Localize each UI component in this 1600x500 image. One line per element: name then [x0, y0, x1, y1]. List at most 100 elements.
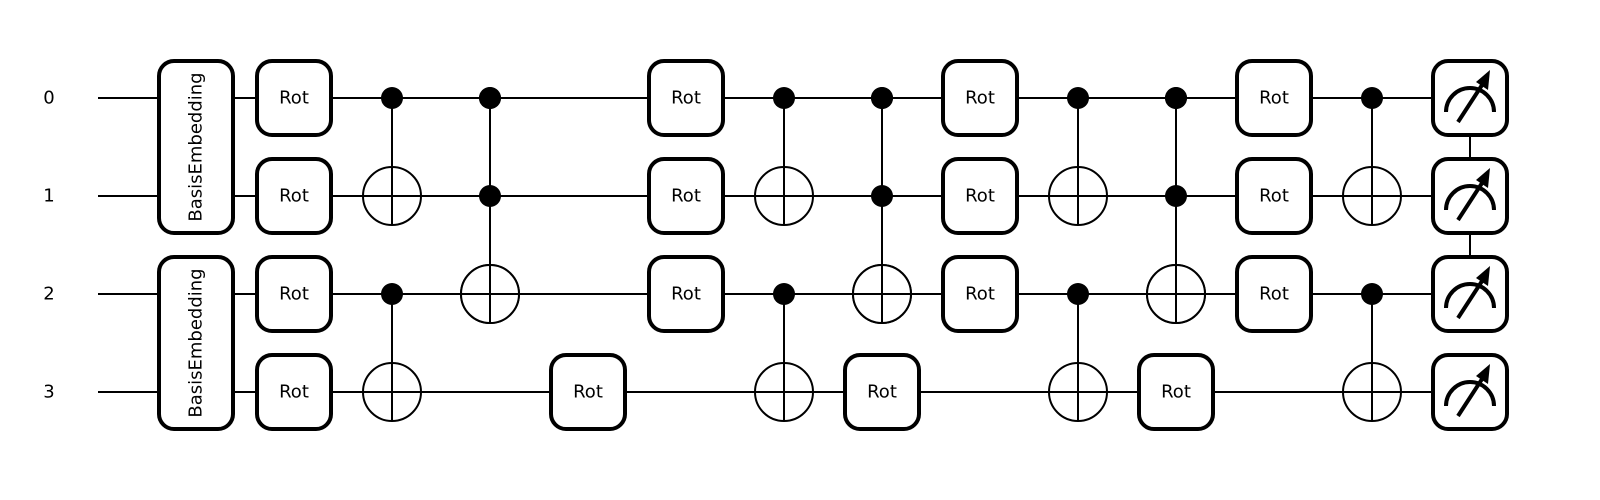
control-dot — [1067, 283, 1089, 305]
rot-gate: Rot — [941, 59, 1019, 137]
control-dot — [871, 87, 893, 109]
meter-arrowhead — [1476, 70, 1490, 90]
rot-gate-label: Rot — [965, 284, 995, 305]
rot-gate: Rot — [255, 157, 333, 235]
cnot-target — [852, 264, 912, 324]
rot-gate: Rot — [1235, 59, 1313, 137]
rot-gate-box — [843, 353, 921, 431]
rot-gate: Rot — [255, 255, 333, 333]
cnot-target — [362, 166, 422, 226]
cnot-target — [754, 362, 814, 422]
rot-gate: Rot — [1137, 353, 1215, 431]
rot-gate-label: Rot — [965, 88, 995, 109]
rot-gate-box — [255, 59, 333, 137]
basis-embedding-box — [157, 255, 235, 431]
cnot-target — [362, 362, 422, 422]
rot-gate: Rot — [1235, 255, 1313, 333]
control-dot — [1361, 87, 1383, 109]
basis-embedding-block: BasisEmbedding — [157, 59, 235, 235]
rot-gate-box — [255, 255, 333, 333]
gates: BasisEmbeddingBasisEmbeddingRotRotRotRot… — [157, 59, 1509, 431]
control-dot — [1165, 185, 1187, 207]
rot-gate-label: Rot — [671, 186, 701, 207]
meter-needle — [1456, 276, 1486, 320]
rot-gate-label: Rot — [1259, 284, 1289, 305]
rot-gate: Rot — [647, 59, 725, 137]
rot-gate-box — [1137, 353, 1215, 431]
basis-embedding-box — [157, 59, 235, 235]
meter-needle — [1456, 178, 1486, 222]
meter-arc — [1444, 184, 1496, 211]
rot-gate: Rot — [647, 157, 725, 235]
cnot-target — [1048, 362, 1108, 422]
meter-box — [1431, 255, 1509, 333]
rot-gate: Rot — [255, 353, 333, 431]
meter-arrowhead — [1476, 364, 1490, 384]
basis-embedding-label: BasisEmbedding — [186, 72, 207, 221]
rot-gate: Rot — [941, 157, 1019, 235]
cnot-target — [754, 166, 814, 226]
control-dot — [1165, 87, 1187, 109]
rot-gate-label: Rot — [671, 88, 701, 109]
cnot-target — [1048, 166, 1108, 226]
meter-icon — [1431, 59, 1509, 137]
rot-gate: Rot — [1235, 157, 1313, 235]
rot-gate-box — [549, 353, 627, 431]
control-dot — [1361, 283, 1383, 305]
rot-gate-box — [1235, 255, 1313, 333]
rot-gate-label: Rot — [1259, 88, 1289, 109]
meter-needle — [1456, 374, 1486, 418]
rot-gate-label: Rot — [1161, 382, 1191, 403]
meter-icon — [1431, 255, 1509, 333]
rot-gate-box — [647, 157, 725, 235]
meter-arrowhead — [1476, 266, 1490, 286]
meter-needle — [1456, 80, 1486, 124]
rot-gate-label: Rot — [279, 186, 309, 207]
rot-gate: Rot — [549, 353, 627, 431]
rot-gate: Rot — [647, 255, 725, 333]
control-dot — [479, 87, 501, 109]
rot-gate-box — [647, 59, 725, 137]
rot-gate-box — [941, 255, 1019, 333]
rot-gate-label: Rot — [965, 186, 995, 207]
rot-gate-label: Rot — [279, 284, 309, 305]
basis-embedding-label: BasisEmbedding — [186, 268, 207, 417]
meter-arrowhead — [1476, 168, 1490, 188]
gate-links — [391, 98, 1471, 392]
meter-box — [1431, 353, 1509, 431]
control-dot — [871, 185, 893, 207]
rot-gate-label: Rot — [279, 382, 309, 403]
rot-gate-box — [1235, 157, 1313, 235]
meter-icon — [1431, 157, 1509, 235]
rot-gate: Rot — [941, 255, 1019, 333]
rot-gate: Rot — [255, 59, 333, 137]
rot-gate-label: Rot — [1259, 186, 1289, 207]
rot-gate-label: Rot — [573, 382, 603, 403]
cnot-target — [460, 264, 520, 324]
meter-arc — [1444, 86, 1496, 113]
rot-gate-box — [941, 59, 1019, 137]
rot-gate-label: Rot — [867, 382, 897, 403]
control-dot — [381, 87, 403, 109]
wire-label-2: 2 — [43, 284, 54, 305]
control-dot — [773, 87, 795, 109]
rot-gate-label: Rot — [671, 284, 701, 305]
meter-arc — [1444, 282, 1496, 309]
cnot-target — [1342, 362, 1402, 422]
wire-label-1: 1 — [43, 186, 54, 207]
rot-gate: Rot — [843, 353, 921, 431]
rot-gate-label: Rot — [279, 88, 309, 109]
cnot-target — [1342, 166, 1402, 226]
control-dot — [773, 283, 795, 305]
cnot-target — [1146, 264, 1206, 324]
rot-gate-box — [255, 157, 333, 235]
control-dot — [1067, 87, 1089, 109]
meter-box — [1431, 157, 1509, 235]
rot-gate-box — [1235, 59, 1313, 137]
wire-label-3: 3 — [43, 382, 54, 403]
control-dot — [479, 185, 501, 207]
rot-gate-box — [941, 157, 1019, 235]
rot-gate-box — [647, 255, 725, 333]
